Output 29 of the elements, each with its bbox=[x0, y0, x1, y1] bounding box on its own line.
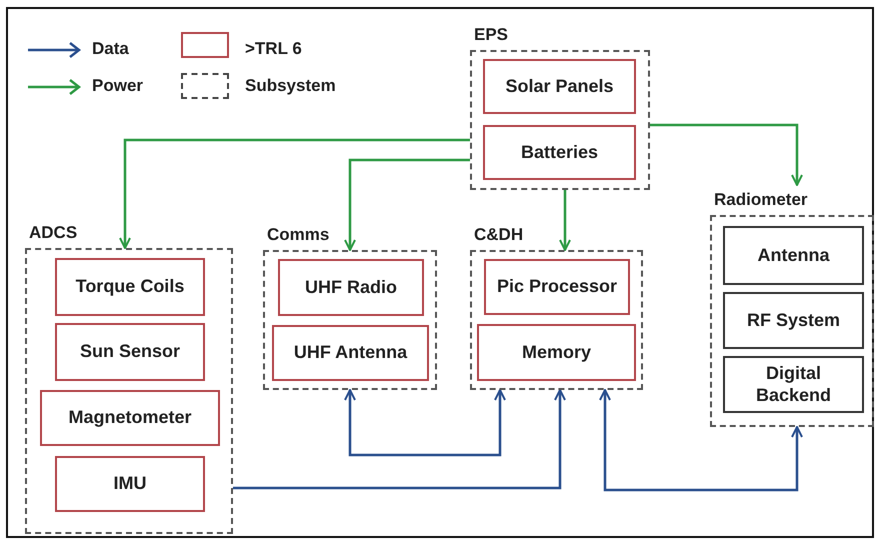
component-box: Solar Panels bbox=[483, 59, 636, 114]
legend-label: Data bbox=[92, 39, 129, 59]
legend-label: Subsystem bbox=[245, 76, 336, 96]
component-box: IMU bbox=[55, 456, 205, 512]
component-box: Memory bbox=[477, 324, 636, 381]
component-box: RF System bbox=[723, 292, 864, 349]
legend-label: Power bbox=[92, 76, 144, 96]
subsystem-label: EPS bbox=[474, 25, 508, 45]
component-box: Magnetometer bbox=[40, 390, 220, 446]
component-box: Antenna bbox=[723, 226, 864, 285]
component-box: Pic Processor bbox=[484, 259, 630, 315]
subsystem-label: Radiometer bbox=[714, 190, 808, 210]
connector-arrow bbox=[344, 389, 506, 456]
subsystem-label: ADCS bbox=[29, 223, 78, 243]
component-box: Sun Sensor bbox=[55, 323, 205, 381]
connector-arrow bbox=[119, 138, 470, 249]
component-box: Batteries bbox=[483, 125, 636, 180]
connector-arrow bbox=[599, 389, 803, 492]
component-box: Digital Backend bbox=[723, 356, 864, 413]
subsystem-label: Comms bbox=[267, 225, 330, 245]
connector-arrow bbox=[233, 389, 566, 490]
legend-label: >TRL 6 bbox=[245, 39, 302, 59]
component-box: UHF Antenna bbox=[272, 325, 429, 381]
connector-arrow bbox=[650, 124, 803, 186]
component-box: Torque Coils bbox=[55, 258, 205, 316]
connector-arrow bbox=[344, 158, 470, 251]
component-box: UHF Radio bbox=[278, 259, 424, 316]
subsystem-label: C&DH bbox=[474, 225, 524, 245]
connector-arrow bbox=[559, 190, 571, 251]
